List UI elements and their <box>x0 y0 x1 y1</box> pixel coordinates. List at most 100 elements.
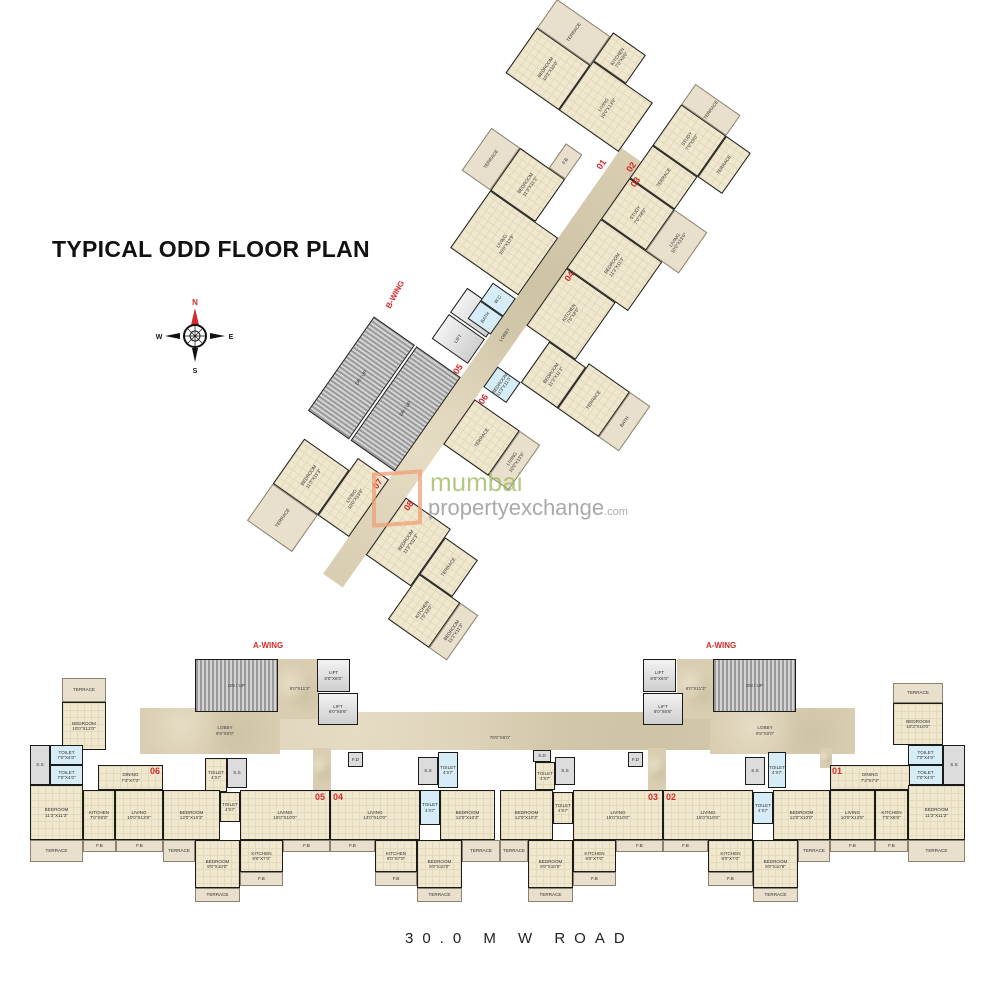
room-name: DINING <box>861 772 879 777</box>
staircase: DN / UP <box>195 659 278 712</box>
room-name: TERRACE <box>440 556 457 578</box>
a-wing-lobby-notch-01 <box>820 748 832 768</box>
lobby-label: LOBBY 9'9"X8'0" <box>755 725 775 736</box>
room-name: BEDROOM <box>44 807 69 812</box>
room-name: S.S <box>751 768 759 774</box>
room-name: S.S <box>424 768 432 774</box>
a-wing-label-left: A-WING <box>253 641 284 650</box>
room-name: BEDROOM <box>179 809 204 815</box>
room-name: TOILET <box>208 769 224 775</box>
room-name: DN / UP <box>228 682 245 688</box>
unit-number: 02 <box>666 792 677 802</box>
watermark-sub: propertyexchange.com <box>428 495 628 521</box>
room-name: KITCHEN <box>584 850 605 856</box>
lobby-dims: 6'0"X11'3" <box>685 686 707 691</box>
b-wing-label: B-WING <box>384 279 407 310</box>
room-name: TERRACE <box>565 21 582 43</box>
a-wing-label-right: A-WING <box>706 641 737 650</box>
room-name: S.D <box>538 753 546 759</box>
room-terrace: TERRACE <box>417 888 462 902</box>
room-dimensions: 7'0"X4'0" <box>57 775 76 780</box>
room-dimensions: 10'0"X13'9" <box>127 815 151 820</box>
room-f-b: F.B <box>830 840 875 852</box>
page-title: TYPICAL ODD FLOOR PLAN <box>52 236 370 262</box>
room-name: TOILET <box>917 749 934 755</box>
room-terrace: TERRACE <box>528 888 573 902</box>
room-terrace: TERRACE <box>500 840 528 862</box>
room-name: F.B <box>349 843 356 849</box>
room-dimensions: 7'0"X4'0" <box>916 775 935 780</box>
room-dimensions: 9'0"X10'6" <box>765 864 786 869</box>
room-name: BEDROOM <box>205 858 230 864</box>
a-wing-lobby-notch-right <box>648 748 666 790</box>
room-name: TERRACE <box>168 848 190 854</box>
room-s-s: S.S <box>943 745 965 785</box>
east-arrow <box>210 333 225 339</box>
room-name: TOILET <box>58 749 75 755</box>
room-dimensions: 9'0"X10'0" <box>429 864 450 869</box>
compass-west: W <box>156 334 163 341</box>
room-dimensions: 12'0"X10'0" <box>789 815 814 820</box>
room-name: LIVING <box>844 809 861 815</box>
room-name: LIVING <box>367 809 383 815</box>
room-name: TERRACE <box>503 848 525 854</box>
room-dimensions: 10'0"X13'9" <box>840 815 865 820</box>
room-dimensions: 15'0"X10'0" <box>696 815 720 820</box>
unit-number: 05 <box>315 792 326 802</box>
room-dimensions: 10'0"X12'0" <box>72 726 96 731</box>
compass-rose-icon: N S E W <box>156 298 234 375</box>
room-dimensions: 9'0"X7'0" <box>721 856 740 861</box>
room-name: BATH <box>618 415 630 428</box>
room-dimensions: 7'3"X7'3" <box>121 777 140 783</box>
room-dimensions: 9'0"X7'0" <box>252 856 271 861</box>
a-wing-lobby-right <box>710 708 855 754</box>
room-name: TERRACE <box>45 848 68 854</box>
room-name: BEDROOM <box>906 718 930 724</box>
room-name: TERRACE <box>539 892 562 898</box>
room-name: BEDROOM <box>427 858 452 864</box>
room-dimensions: 4'X7' <box>425 807 435 813</box>
room-name: TOILET <box>769 764 785 770</box>
room-name: LIVING <box>277 809 293 815</box>
lobby-label: LOBBY 9'9"X8'0" <box>215 725 235 736</box>
room-terrace: TERRACE <box>195 888 240 902</box>
room-s-s: S.S <box>745 757 765 785</box>
room-name: BEDROOM <box>924 807 949 812</box>
south-arrow <box>192 348 198 362</box>
room-dimensions: 4'X7' <box>211 775 221 780</box>
room-name: DN / UP <box>746 682 763 688</box>
room-dimensions: 11'3"X11'3" <box>925 812 948 818</box>
room-f-d: F.D <box>348 752 363 767</box>
room-name: F.B <box>392 876 400 882</box>
room-terrace: TERRACE <box>30 840 83 862</box>
room-f-b: F.B <box>708 872 753 886</box>
corridor-dims: 78'0"X6'0" <box>489 735 511 740</box>
room-name: TOILET <box>222 801 238 807</box>
a-wing-core-left <box>278 659 318 719</box>
room-dimensions: 6'0"X6'6" <box>328 709 348 714</box>
north-arrow <box>191 308 199 325</box>
room-dimensions: 16'0"X10'0" <box>273 815 297 820</box>
room-f-b: F.B <box>240 872 283 886</box>
room-name: S.S <box>233 770 241 776</box>
unit-number: 06 <box>150 766 161 776</box>
compass-south: S <box>193 368 198 375</box>
